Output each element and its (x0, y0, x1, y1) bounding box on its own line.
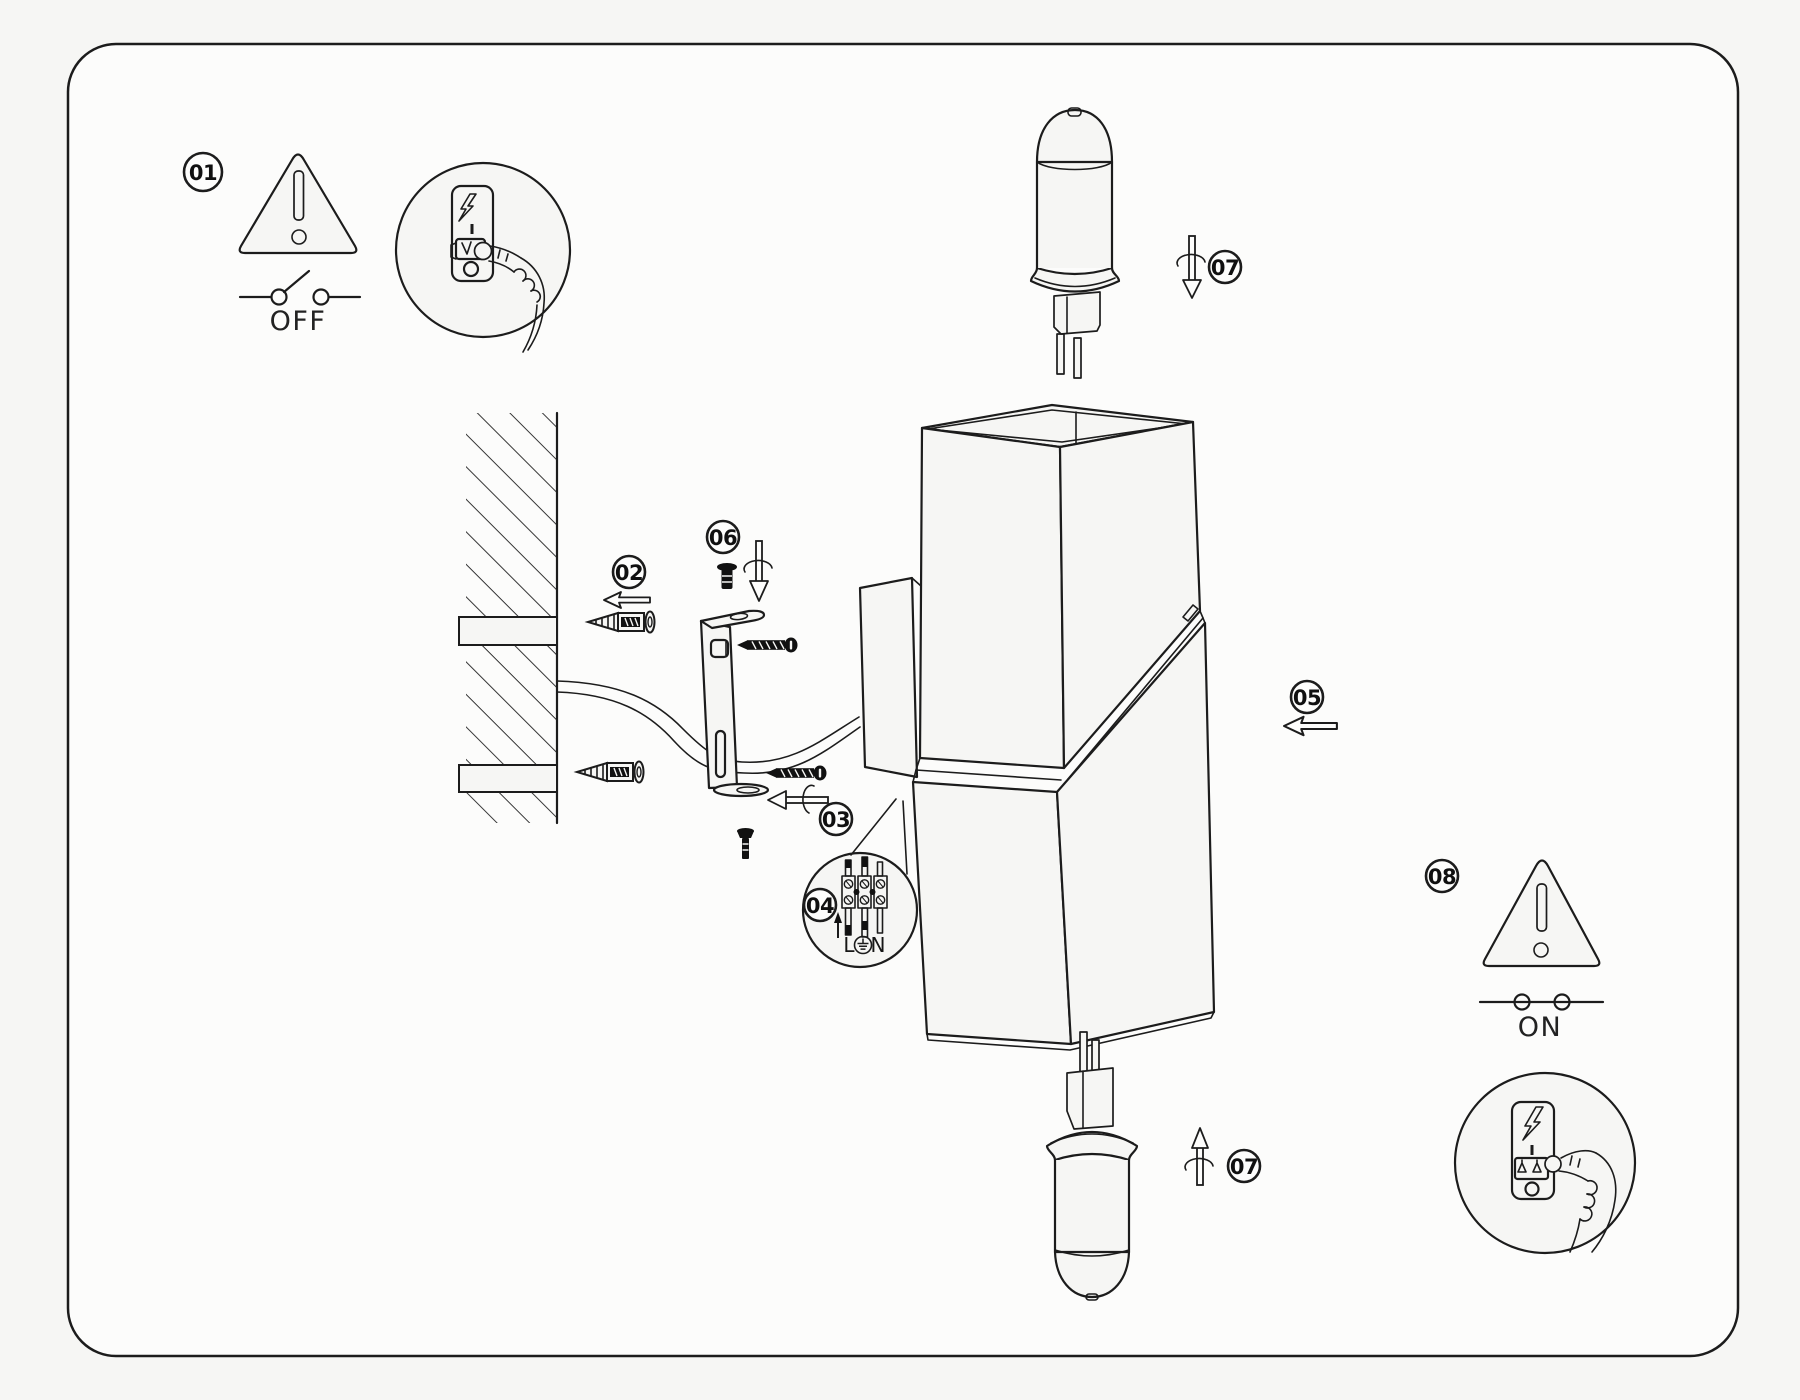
bracket-bottom-foot (712, 782, 770, 798)
screw-in-rotation-arrow-bottom (1184, 1127, 1214, 1186)
power-off-symbol (238, 269, 362, 306)
lamp-glyph (1517, 1159, 1527, 1173)
warning-triangle-icon (1482, 859, 1601, 968)
step-02-badge: 02 (611, 554, 647, 590)
terminal-live-label: L (843, 933, 855, 957)
switch-screw-hole (1524, 1181, 1540, 1197)
badge-05-number: 05 (1293, 686, 1321, 710)
bulb-dome (1035, 108, 1114, 164)
step-06-badge: 06 (705, 519, 741, 555)
bulb-dome (1053, 1250, 1131, 1299)
badge-04-number: 04 (806, 894, 834, 918)
screw-in-rotation-arrow-left (767, 784, 829, 814)
off-label: OFF (270, 306, 327, 337)
step-01-badge: 01 (182, 151, 224, 193)
bulb-body (1055, 1160, 1129, 1252)
switch-screw-hole (462, 260, 480, 278)
step-05-badge: 05 (1289, 679, 1325, 715)
lamp-glyph (1532, 1159, 1542, 1173)
step-08-power-on: 08 ON (1424, 858, 1637, 1255)
set-screw-icon (717, 563, 737, 589)
led-bulb-bottom (1045, 1031, 1139, 1301)
bulb-base (1053, 291, 1101, 335)
step-07-top-badge: 07 (1207, 249, 1243, 285)
step-08-badge: 08 (1424, 858, 1460, 894)
drill-hole-lower (458, 764, 558, 793)
light-switch-plate-icon (1510, 1100, 1556, 1201)
step-01-power-off: 01 OFF (182, 151, 572, 353)
step-06-set-screw: 06 (705, 519, 773, 602)
step-03-badge: 03 (818, 801, 854, 837)
bulb-tip (1085, 1293, 1099, 1301)
pressing-hand-icon (1544, 1149, 1617, 1253)
badge-07-number: 07 (1230, 1155, 1258, 1179)
earth-symbol-icon (853, 935, 873, 955)
bracket-slot (714, 729, 727, 779)
pressing-hand-icon (473, 241, 546, 353)
step-02-wall-anchors: 02 (576, 554, 656, 784)
lamp-body (858, 403, 1216, 1051)
countersunk-screw-icon (737, 828, 754, 859)
light-switch-plate-icon (450, 184, 495, 283)
upper-shade (918, 403, 1202, 770)
lightning-bolt-icon (1522, 1106, 1544, 1141)
bulb-pin (1073, 337, 1082, 379)
bubble-tail (850, 798, 908, 875)
screw-in-rotation-arrow-top (1176, 235, 1206, 299)
bulb-tip (1067, 107, 1082, 117)
step-07-bottom-badge: 07 (1226, 1148, 1262, 1184)
step-03-fix-bracket: 03 (737, 784, 854, 859)
badge-06-number: 06 (709, 526, 737, 550)
warning-triangle-icon (238, 153, 358, 255)
badge-03-number: 03 (822, 808, 850, 832)
mounting-box (858, 576, 922, 779)
bulb-pin (1056, 333, 1065, 375)
on-label: ON (1518, 1012, 1562, 1043)
bulb-body (1037, 162, 1112, 268)
switch-on-detail-circle (1453, 1071, 1637, 1255)
terminal-detail-bubble: L N 04 (801, 798, 919, 969)
wall-cross-section (458, 411, 559, 825)
lower-shade (911, 621, 1216, 1051)
badge-07-number: 07 (1211, 256, 1239, 280)
wire-direction-arrow (834, 912, 842, 938)
switch-off-detail-circle (394, 161, 572, 353)
step-04-badge: 04 (802, 887, 838, 923)
bulb-pin (1079, 1031, 1088, 1075)
badge-02-number: 02 (615, 561, 643, 585)
lightning-bolt-icon (458, 193, 477, 222)
led-bulb-top (1029, 107, 1121, 379)
drill-hole-upper (458, 616, 558, 646)
bulb-base (1066, 1067, 1114, 1130)
power-on-symbol (1478, 993, 1605, 1011)
badge-08-number: 08 (1428, 865, 1456, 889)
step-05-mount-lamp: 05 (1282, 679, 1338, 737)
terminal-neutral-label: N (871, 933, 886, 957)
mounting-bracket (699, 609, 770, 798)
badge-01-number: 01 (189, 161, 217, 185)
screw-down-rotation-arrow (743, 540, 773, 602)
flange-hole (729, 612, 749, 621)
bracket-screw-hole (709, 638, 730, 659)
